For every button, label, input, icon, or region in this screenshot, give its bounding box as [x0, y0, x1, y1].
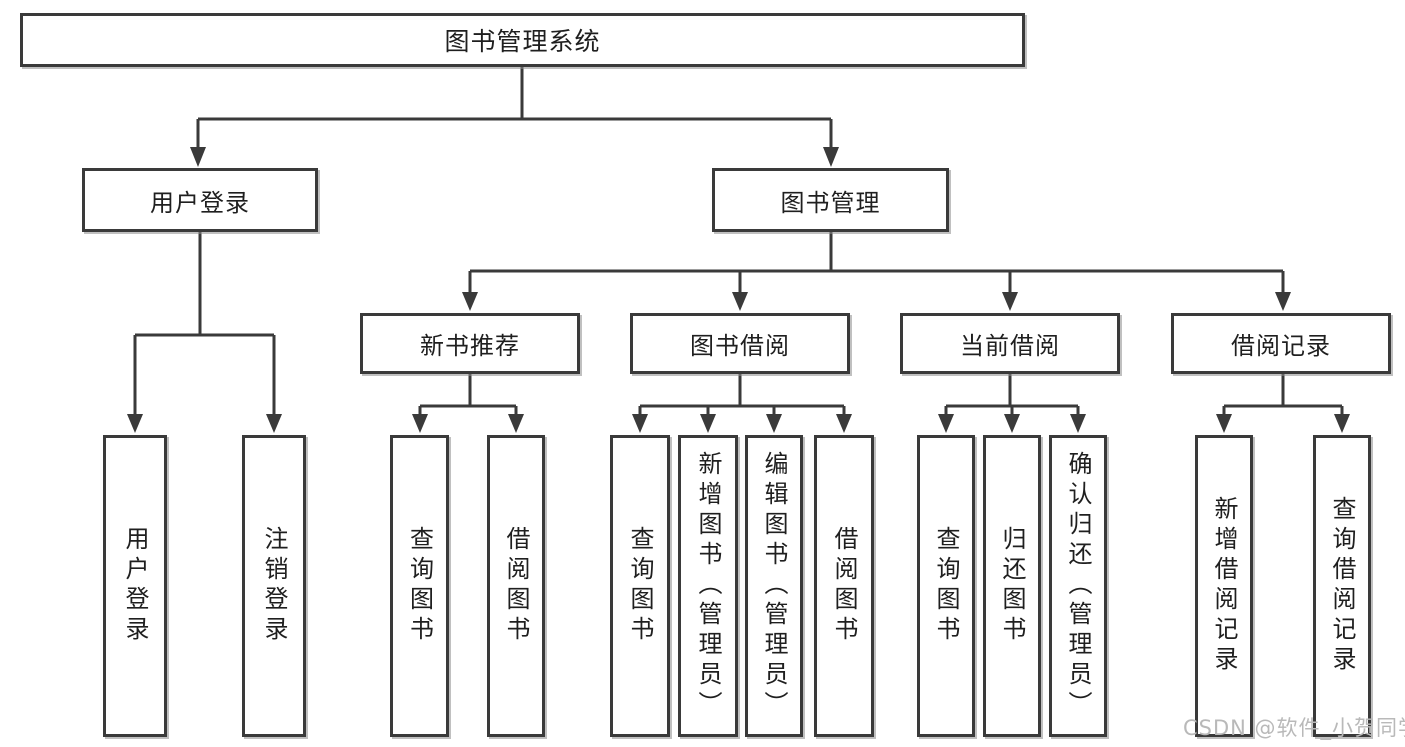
connector-borrow-to-leaves [632, 374, 852, 433]
connector-login-to-leaves [127, 232, 282, 433]
connector-current-to-leaves [938, 374, 1086, 433]
connector-mgmt-to-modules [462, 232, 1291, 311]
leaf-query-books-borrow: 查询图书 [610, 435, 670, 737]
leaf-add-books-admin: 新增图书（管理员） [678, 435, 738, 737]
leaf-logout: 注销登录 [242, 435, 306, 737]
leaf-query-books-borrow-label: 查询图书 [626, 526, 654, 646]
leaf-borrow-books: 借阅图书 [814, 435, 874, 737]
node-root-library-system: 图书管理系统 [20, 13, 1025, 67]
connector-recommend-to-leaves [412, 374, 524, 433]
leaf-add-books-admin-label: 新增图书（管理员） [694, 451, 722, 721]
leaf-borrow-books-recommend: 借阅图书 [487, 435, 545, 737]
node-user-login: 用户登录 [82, 168, 318, 232]
leaf-return-books-label: 归还图书 [998, 526, 1026, 646]
node-book-management: 图书管理 [712, 168, 949, 232]
leaf-return-books: 归还图书 [983, 435, 1041, 737]
leaf-confirm-return-admin-label: 确认归还（管理员） [1064, 451, 1092, 721]
leaf-query-borrow-record-label: 查询借阅记录 [1328, 496, 1356, 676]
leaf-borrow-books-label: 借阅图书 [830, 526, 858, 646]
connector-records-to-leaves [1216, 374, 1350, 433]
leaf-confirm-return-admin: 确认归还（管理员） [1049, 435, 1107, 737]
leaf-user-login: 用户登录 [103, 435, 167, 737]
leaf-query-borrow-record: 查询借阅记录 [1313, 435, 1371, 737]
node-new-book-recommend: 新书推荐 [360, 313, 580, 374]
leaf-query-books-current: 查询图书 [917, 435, 975, 737]
leaf-logout-label: 注销登录 [260, 526, 288, 646]
leaf-user-login-label: 用户登录 [121, 526, 149, 646]
leaf-edit-books-admin-label: 编辑图书（管理员） [760, 451, 788, 721]
leaf-edit-books-admin: 编辑图书（管理员） [745, 435, 803, 737]
csdn-watermark: CSDN @软件_小贺同学 [1183, 716, 1405, 740]
leaf-add-borrow-record: 新增借阅记录 [1195, 435, 1253, 737]
leaf-query-books-recommend: 查询图书 [390, 435, 449, 737]
leaf-query-books-current-label: 查询图书 [932, 526, 960, 646]
node-borrow-records: 借阅记录 [1171, 313, 1391, 374]
node-current-borrow: 当前借阅 [900, 313, 1120, 374]
connector-root-to-level2 [190, 67, 839, 167]
leaf-borrow-books-recommend-label: 借阅图书 [502, 526, 530, 646]
leaf-add-borrow-record-label: 新增借阅记录 [1210, 496, 1238, 676]
leaf-query-books-recommend-label: 查询图书 [405, 526, 434, 646]
node-book-borrow: 图书借阅 [630, 313, 850, 374]
